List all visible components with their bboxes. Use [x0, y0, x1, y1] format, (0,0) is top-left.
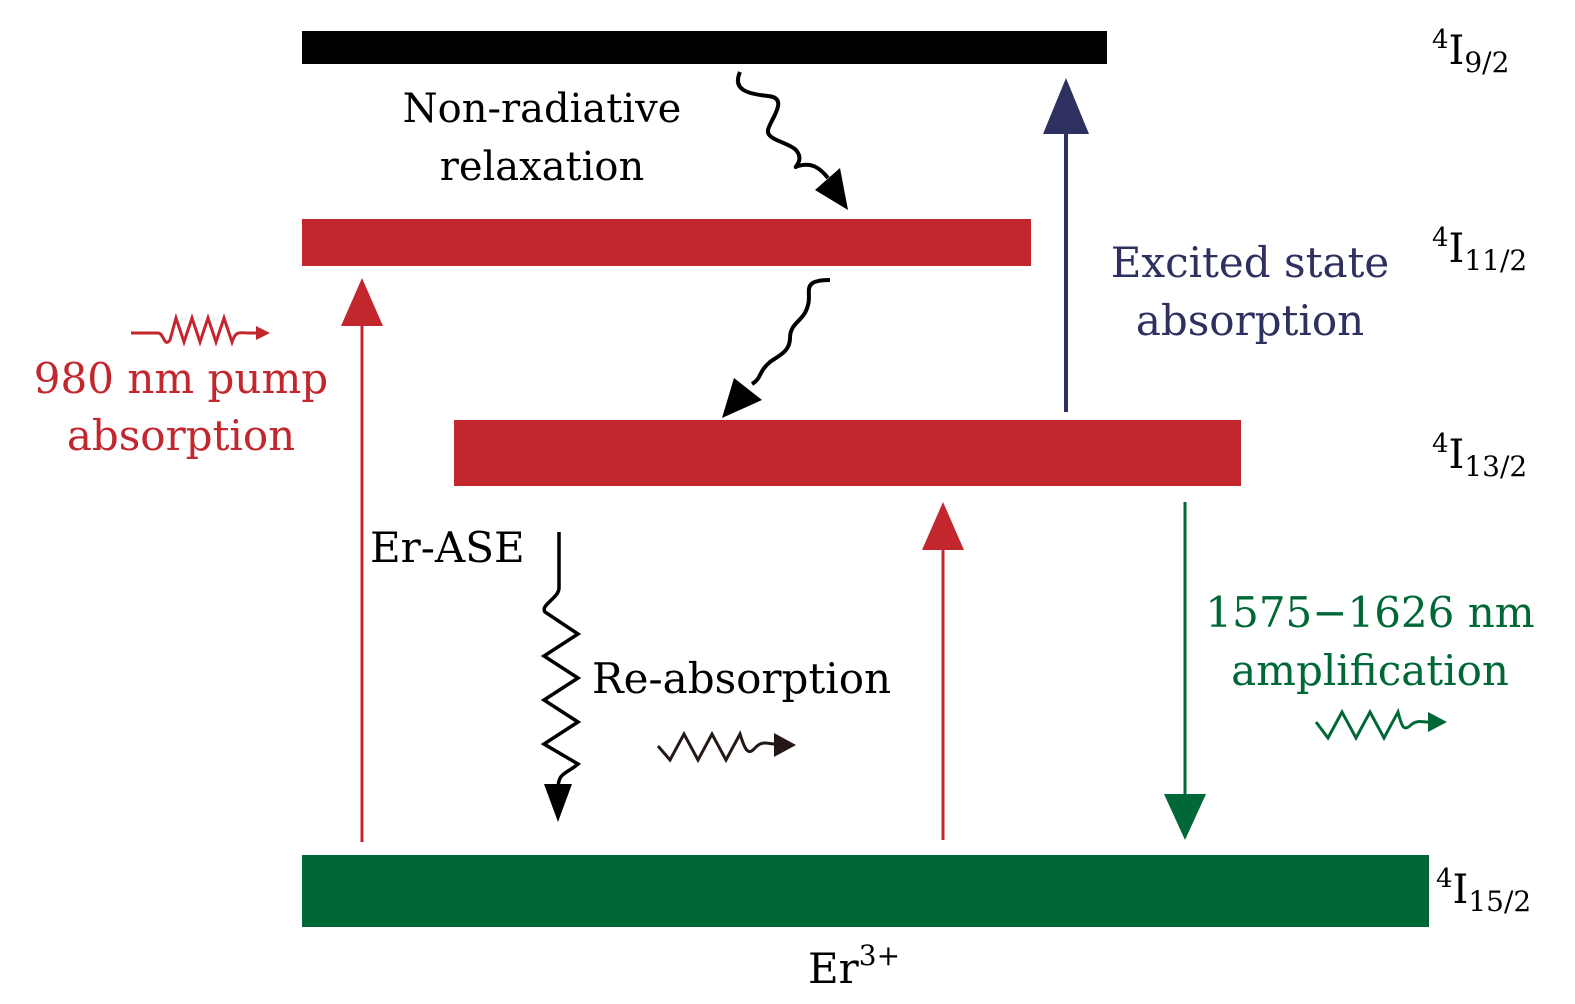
nonrad-label-line2: relaxation	[440, 144, 645, 190]
level-bar-4I9-2	[302, 31, 1107, 64]
level-label-4I13-2: 4I13/2	[1432, 429, 1527, 483]
level-label-4I11-2: 4I11/2	[1432, 223, 1527, 277]
reabs-photon-wavy-icon	[656, 730, 796, 764]
amplification-label-line2: amplification	[1231, 646, 1509, 695]
nonrad-label-line1: Non-radiative	[403, 86, 682, 132]
amplification-photon-wavy-icon	[1314, 707, 1447, 742]
ase-wavy-arrow	[540, 532, 582, 822]
ase-label: Er-ASE	[370, 523, 525, 572]
pump-label-line2: absorption	[67, 411, 295, 460]
esa-arrow	[1043, 78, 1089, 412]
reabs-arrow	[922, 502, 964, 840]
pump-arrow	[341, 278, 383, 842]
level-label-4I9-2: 4I9/2	[1432, 25, 1509, 79]
reabs-label: Re-absorption	[592, 654, 891, 703]
ion-label: Er3+	[808, 939, 900, 993]
amplification-arrow	[1164, 502, 1206, 840]
esa-label-line1: Excited state	[1111, 238, 1389, 287]
pump-photon-wavy-icon	[131, 312, 270, 347]
nonrad-wavy-arrow-1	[736, 71, 848, 210]
level-label-4I15-2: 4I15/2	[1436, 864, 1531, 918]
level-bar-4I11-2	[302, 219, 1031, 266]
pump-label-line1: 980 nm pump	[34, 354, 328, 403]
esa-label-line2: absorption	[1136, 296, 1364, 345]
nonrad-wavy-arrow-2	[722, 278, 831, 418]
amplification-label-line1: 1575−1626 nm	[1205, 588, 1534, 637]
level-bar-4I15-2	[302, 855, 1429, 927]
level-bar-4I13-2	[454, 420, 1241, 486]
